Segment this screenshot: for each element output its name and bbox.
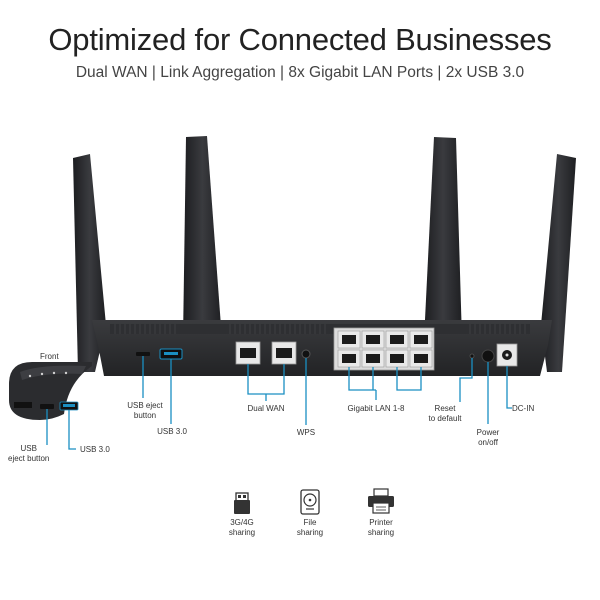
reset-label: Reset to default xyxy=(428,404,462,423)
wan-port-1 xyxy=(235,341,261,365)
usb-eject-port xyxy=(136,352,150,356)
page-subtitle: Dual WAN | Link Aggregation | 8x Gigabit… xyxy=(75,64,525,81)
wan-port-2 xyxy=(271,341,297,365)
page-title: Optimized for Connected Businesses xyxy=(48,22,552,57)
usb-eject-label: USB eject button xyxy=(127,401,163,420)
power-button xyxy=(481,349,495,363)
printer-icon xyxy=(368,488,394,514)
callout-lines xyxy=(142,356,512,425)
reset-button xyxy=(469,353,475,359)
usb-stick-icon xyxy=(234,492,250,514)
wps-button xyxy=(301,349,311,359)
antenna-far-left xyxy=(73,154,106,372)
antenna-far-right xyxy=(541,154,576,372)
feature-3g4g-label: 3G/4G sharing xyxy=(228,518,256,538)
usb3-port xyxy=(159,348,183,360)
dual-wan-label: Dual WAN xyxy=(247,404,285,413)
router-body xyxy=(92,320,552,376)
front-usb3-label: USB 3.0 xyxy=(80,445,110,454)
usb3-label: USB 3.0 xyxy=(157,427,187,436)
hard-drive-icon xyxy=(300,489,320,515)
front-inset xyxy=(9,362,92,450)
dc-in-port xyxy=(496,343,518,367)
front-inset-title: Front xyxy=(40,352,59,361)
feature-printer-label: Printer sharing xyxy=(367,518,395,538)
power-label: Power on/off xyxy=(476,428,500,447)
wps-label: WPS xyxy=(296,428,316,437)
dc-in-label: DC-IN xyxy=(512,404,535,413)
gigabit-lan-label: Gigabit LAN 1-8 xyxy=(347,404,405,413)
feature-file-label: File sharing xyxy=(296,518,324,538)
lan-port-block xyxy=(333,327,435,371)
front-usb-eject-label: USB eject button xyxy=(8,444,50,463)
